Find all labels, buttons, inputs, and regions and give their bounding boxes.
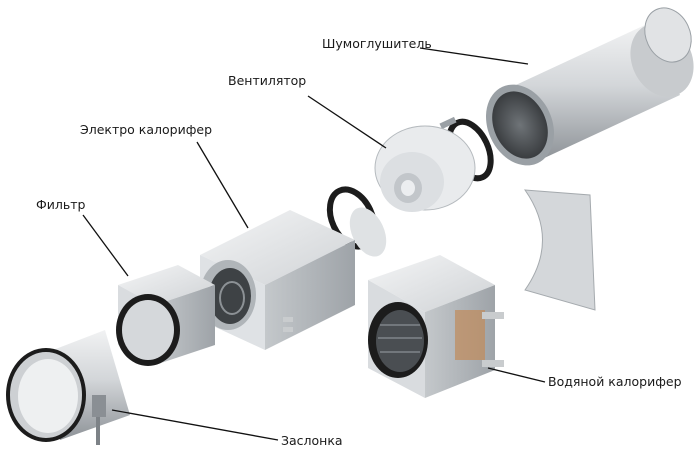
label-fan: Вентилятор <box>228 73 307 88</box>
electric-heater <box>200 210 355 350</box>
label-electric-heater: Электро калорифер <box>80 122 213 137</box>
label-filter: Фильтр <box>36 197 86 212</box>
label-silencer: Шумоглушитель <box>322 36 432 51</box>
leader-line-silencer <box>419 47 529 65</box>
leader-line-water-heater <box>487 367 546 383</box>
clamp-fan-side <box>326 186 387 257</box>
leader-lines <box>82 47 546 441</box>
leader-line-damper <box>111 409 279 441</box>
fan <box>374 125 476 212</box>
damper <box>6 330 130 445</box>
filter <box>116 265 215 366</box>
label-water-heater: Водяной калорифер <box>548 374 682 389</box>
silencer-end-cap <box>644 7 692 63</box>
mounting-bracket <box>523 189 596 311</box>
leader-line-fan <box>307 95 387 149</box>
leader-line-filter <box>82 214 129 277</box>
label-damper: Заслонка <box>281 433 343 448</box>
water-heater <box>368 255 504 398</box>
leader-line-electric-heater <box>196 141 249 229</box>
